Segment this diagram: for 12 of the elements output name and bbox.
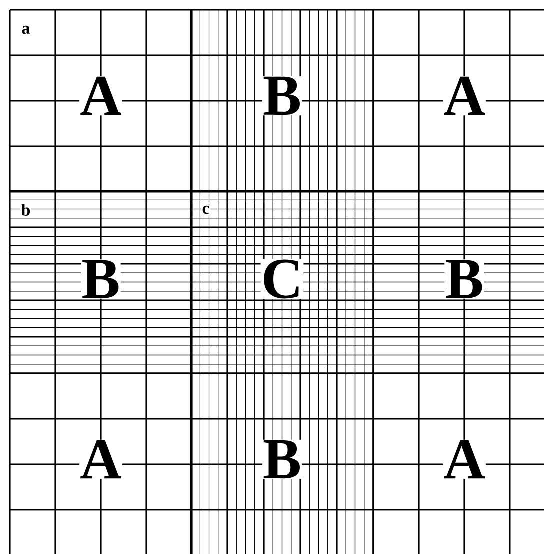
region-letter: A (80, 76, 122, 116)
panel-letter: a (20, 24, 32, 36)
region-letter: B (444, 260, 484, 299)
region-letter: B (262, 440, 302, 480)
region-letter: A (443, 76, 486, 116)
panel-letter: b (20, 203, 32, 217)
panel-letter: c (201, 204, 211, 216)
region-letter: B (81, 260, 121, 299)
region-letter: A (443, 440, 486, 480)
region-letter: A (80, 440, 122, 480)
region-letter: B (262, 76, 302, 116)
region-letter: C (260, 259, 304, 300)
